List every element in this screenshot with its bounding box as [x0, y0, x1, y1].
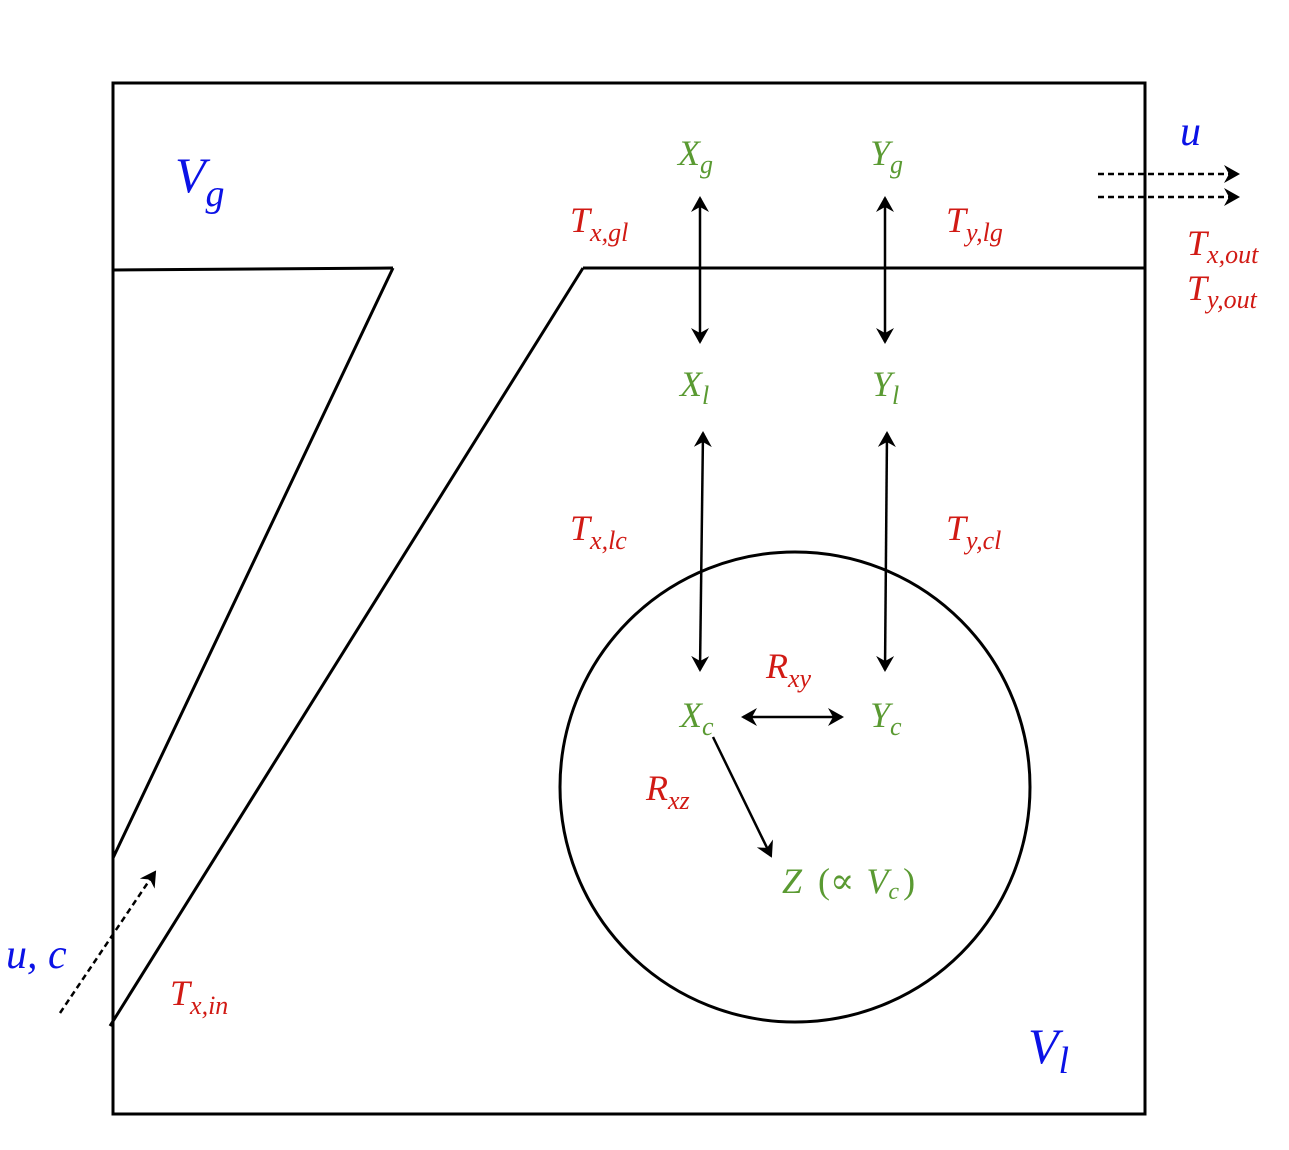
inlet-wall-upper	[111, 267, 395, 859]
arrow-xc-z	[711, 736, 773, 858]
gas-volume-label: Vg	[175, 147, 225, 215]
rate-t-x-lc: Tx,lc	[570, 508, 627, 555]
inflow-label: u, c	[6, 932, 67, 978]
outflow-label: u	[1180, 109, 1201, 155]
rate-t-x-gl: Tx,gl	[570, 200, 628, 247]
liquid-volume-label: Vl	[1028, 1018, 1069, 1082]
cell-boundary	[558, 550, 1032, 1024]
species-z: Z(∝Vc)	[782, 861, 915, 905]
reactor-outline	[111, 81, 1147, 1116]
rate-r-xz: Rxz	[645, 768, 690, 815]
species-yc: Yc	[870, 695, 902, 741]
rate-t-x-in: Tx,in	[170, 973, 228, 1020]
arrow-xl-xc	[691, 431, 712, 672]
species-yl: Yl	[872, 364, 899, 410]
species-yg: Yg	[870, 133, 903, 179]
species-xg: Xg	[676, 133, 713, 179]
inlet-wall-lower	[108, 267, 585, 1027]
rate-t-y-lg: Ty,lg	[946, 200, 1003, 247]
rate-t-x-out: Tx,out	[1187, 223, 1259, 269]
inflow-arrow	[58, 870, 157, 1014]
rate-r-xy: Rxy	[765, 646, 812, 693]
rate-t-y-cl: Ty,cl	[946, 508, 1001, 555]
gas-liquid-interface-left	[112, 266, 394, 272]
species-xl: Xl	[678, 364, 709, 410]
species-xc: Xc	[678, 695, 714, 741]
arrow-yl-yc	[876, 431, 896, 672]
rate-t-y-out: Ty,out	[1187, 268, 1258, 314]
